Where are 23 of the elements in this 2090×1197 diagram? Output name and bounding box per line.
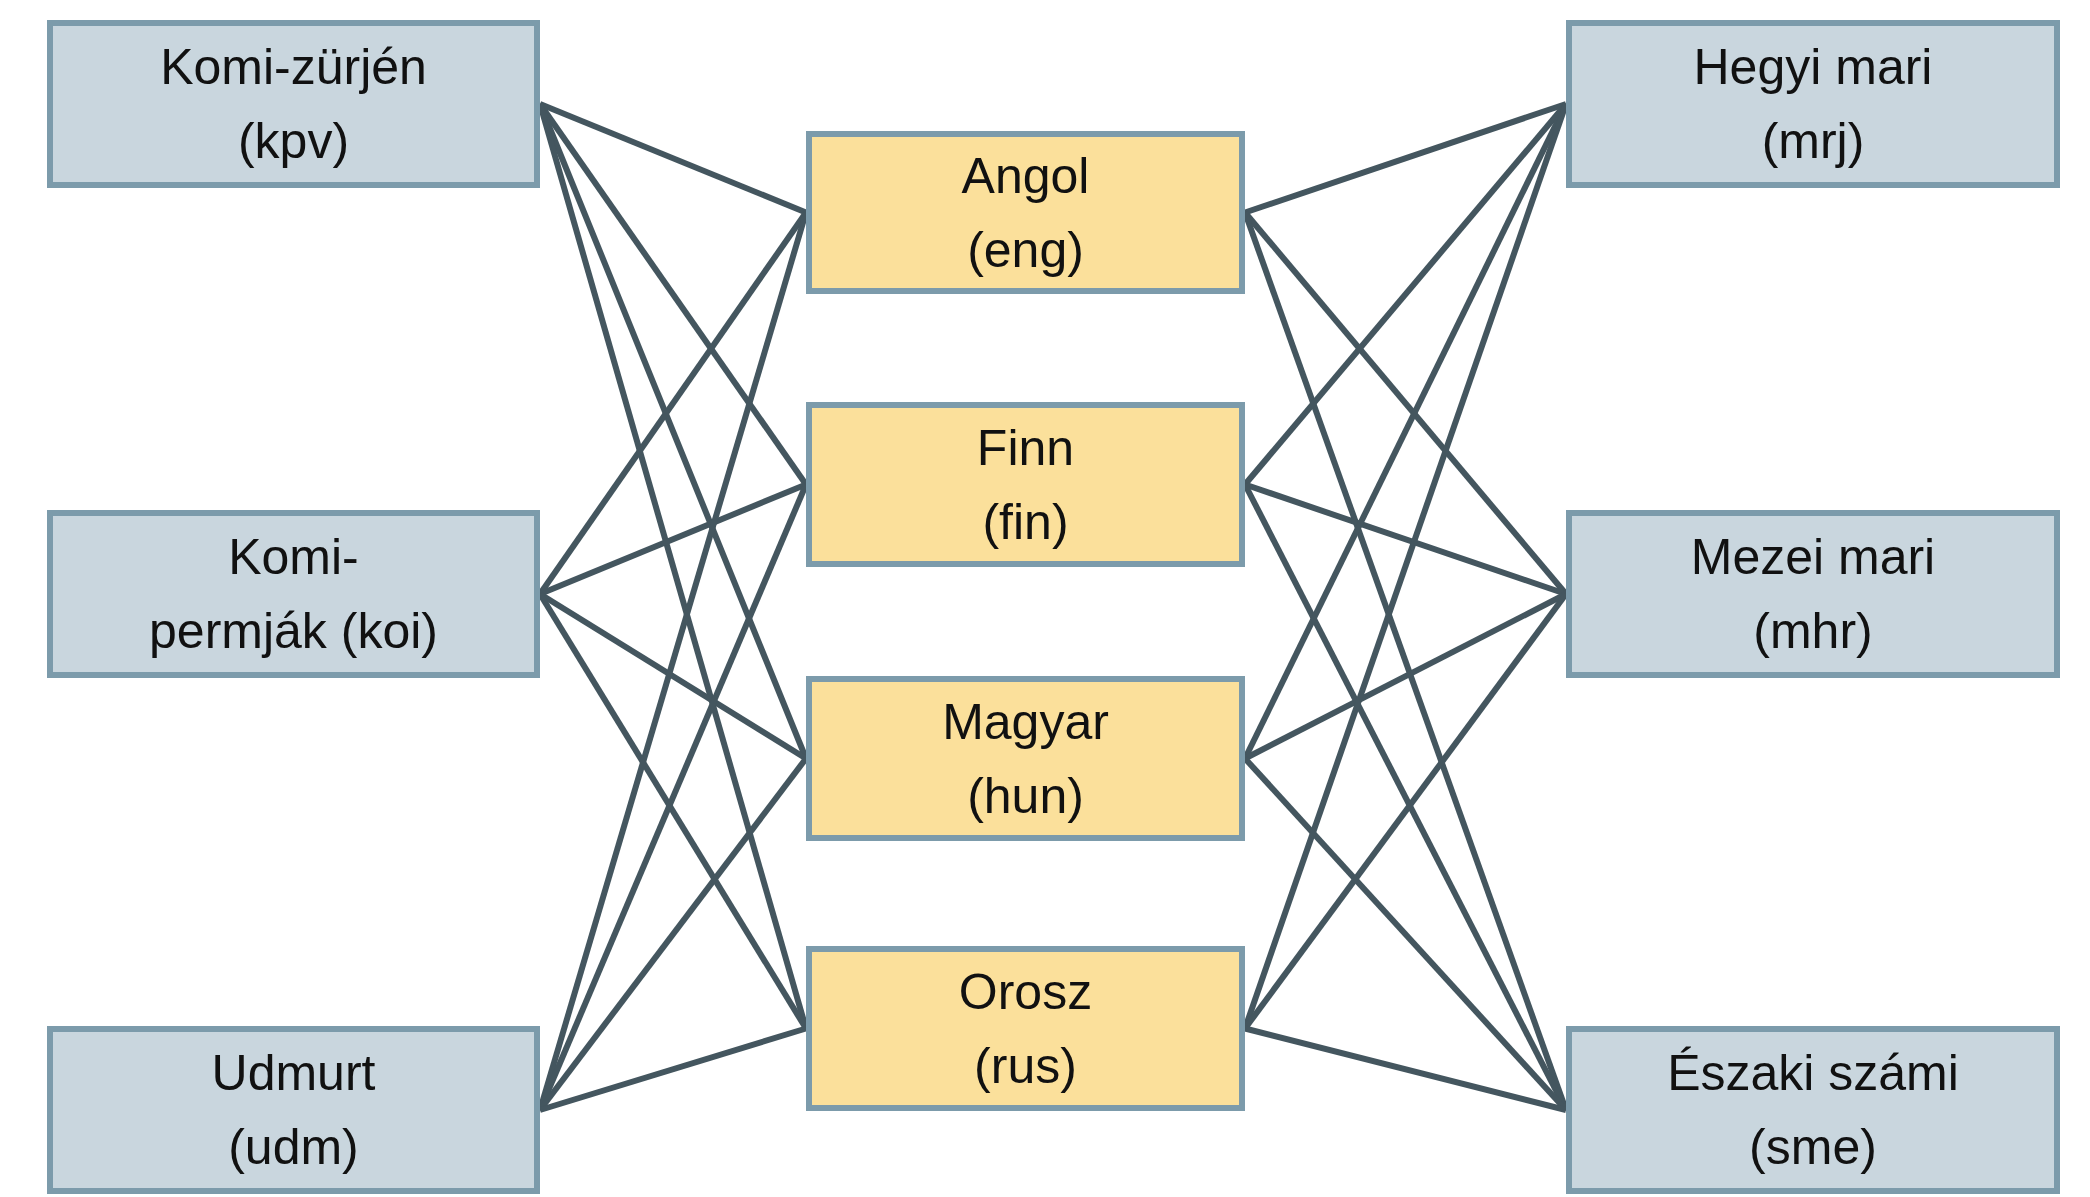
- language-name: Magyar (hun): [941, 692, 1110, 826]
- language-box: [1566, 20, 2060, 188]
- language-box: [1566, 510, 2060, 678]
- language-box: [806, 676, 1245, 841]
- language-box: [47, 20, 540, 188]
- connector-line: [1244, 1025, 1567, 1113]
- language-box: [806, 946, 1245, 1111]
- connector-line: [1244, 101, 1567, 216]
- language-name: Hegyi mari (mrj): [1692, 38, 1934, 171]
- language-name: Északi számi (sme): [1666, 1044, 1960, 1177]
- language-name: Orosz (rus): [957, 962, 1094, 1096]
- language-name: Angol (eng): [960, 146, 1091, 280]
- language-box: [1566, 1026, 2060, 1194]
- language-name: Udmurt (udm): [210, 1044, 377, 1177]
- connector-line: [539, 1025, 807, 1113]
- language-box: [806, 402, 1245, 567]
- language-name: Komi-permják (koi): [148, 528, 439, 661]
- language-box: [47, 510, 540, 678]
- language-name: Mezei mari (mhr): [1689, 528, 1937, 661]
- language-box: [806, 131, 1245, 294]
- language-name: Komi-zürjén (kpv): [159, 38, 428, 171]
- language-box: [47, 1026, 540, 1194]
- language-name: Finn (fin): [975, 418, 1076, 552]
